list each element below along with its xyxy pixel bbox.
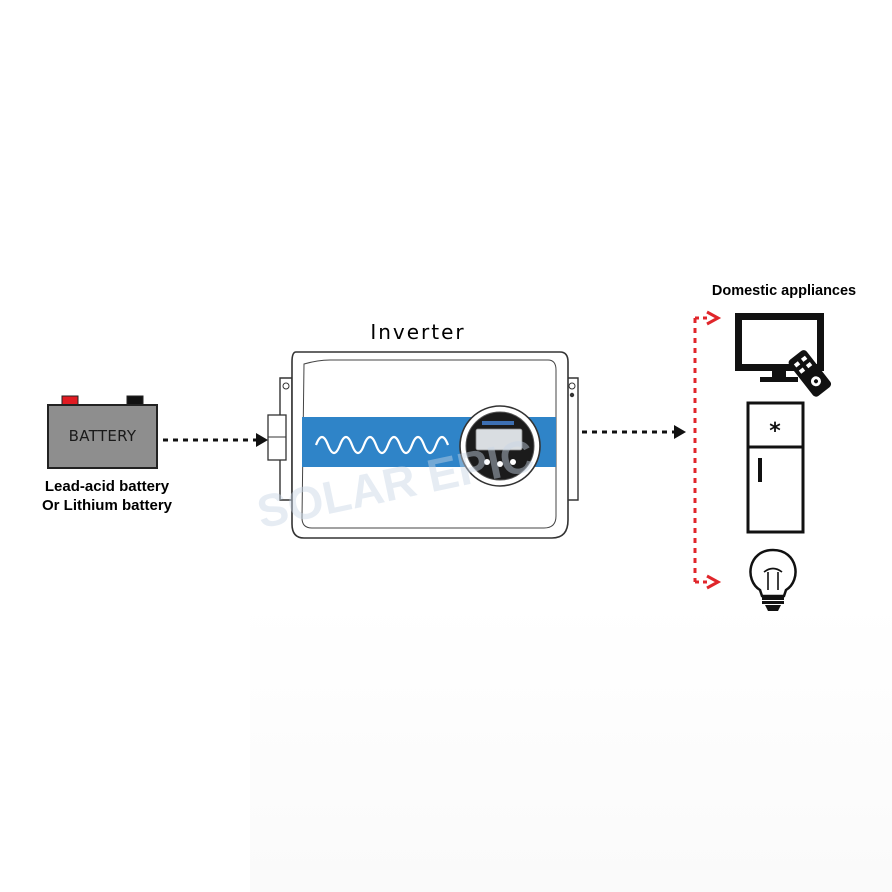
arrow-icon	[256, 433, 268, 447]
battery-caption-line1: Lead-acid battery	[44, 478, 170, 495]
arrow-icon	[674, 425, 686, 439]
refrigerator-icon: *	[746, 401, 805, 534]
background-shade	[250, 600, 892, 892]
battery-to-inverter-arrow	[163, 433, 268, 447]
distribution-line	[693, 310, 722, 590]
battery-caption: Lead-acid battery Or Lithium battery	[20, 477, 194, 515]
remote-control-icon	[788, 350, 832, 397]
battery-label: BATTERY	[68, 427, 137, 445]
battery-caption-line2: Or Lithium battery	[41, 497, 172, 514]
inverter-title: Inverter	[370, 320, 466, 344]
appliances-title: Domestic appliances	[711, 283, 857, 299]
svg-text:*: *	[769, 419, 781, 444]
inverter-to-appliances-arrow	[582, 425, 686, 439]
light-bulb-icon	[749, 548, 797, 611]
inverter-icon: SOLAR EPIC	[252, 351, 579, 539]
battery-icon	[47, 395, 158, 469]
